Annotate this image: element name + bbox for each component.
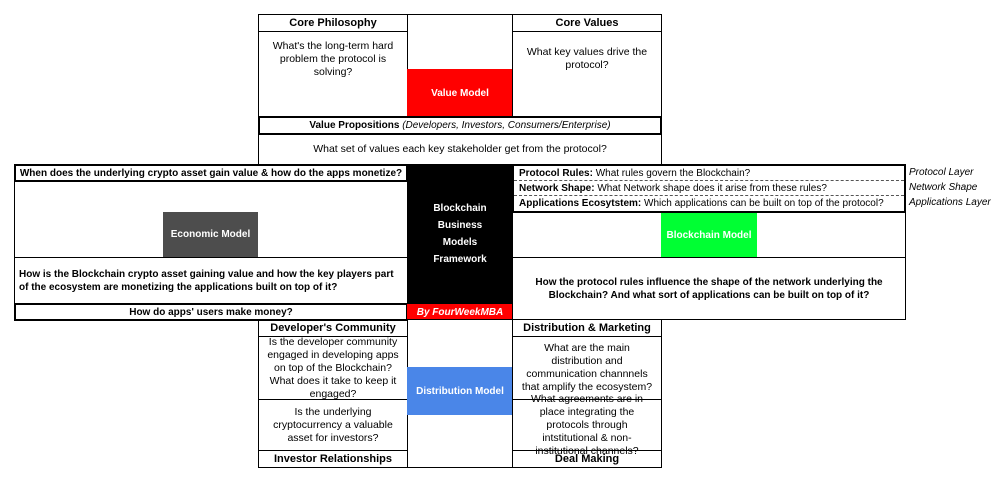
core-values-header: Core Values [512, 14, 662, 32]
framework-title: Blockchain Business Models Framework [433, 203, 487, 265]
economic-model-label: Economic Model [163, 212, 258, 257]
protocol-rules-title: Protocol Rules: [519, 167, 593, 179]
agreements-question: What agreements are in place integrating… [512, 393, 662, 457]
network-shape-title: Network Shape: [519, 182, 595, 194]
core-philosophy-header: Core Philosophy [258, 14, 408, 32]
value-propositions-header: Value Propositions (Developers, Investor… [258, 116, 662, 135]
investor-question: Is the underlying cryptocurrency a valua… [258, 399, 408, 451]
protocol-rules-question: What rules govern the Blockchain? [595, 167, 751, 179]
applications-layer-label: Applications Layer [909, 197, 991, 208]
framework-title-box: Blockchain Business Models Framework [407, 164, 513, 304]
developers-community-header: Developer's Community [258, 319, 408, 337]
applications-question: Which applications can be built on top o… [644, 198, 884, 209]
value-propositions-question: What set of values each key stakeholder … [258, 134, 662, 165]
distribution-marketing-question: What are the main distribution and commu… [512, 336, 662, 400]
distribution-model-label: Distribution Model [407, 367, 513, 415]
deal-making-header: Deal Making [512, 450, 662, 468]
distribution-marketing-header: Distribution & Marketing [512, 319, 662, 337]
economic-top-question: When does the underlying crypto asset ga… [14, 164, 408, 182]
core-values-question: What key values drive the protocol? [512, 31, 662, 117]
blockchain-model-label: Blockchain Model [661, 213, 757, 257]
blockchain-main-question: How the protocol rules influence the sha… [512, 257, 906, 320]
applications-row: Applications Ecosytstem: Which applicati… [514, 196, 904, 211]
economic-main-question: How is the Blockchain crypto asset gaini… [14, 257, 408, 304]
investor-relationships-header: Investor Relationships [258, 450, 408, 468]
value-propositions-title: Value Propositions [309, 120, 400, 131]
value-model-label: Value Model [407, 69, 513, 117]
protocol-layer-label: Protocol Layer [909, 167, 974, 178]
protocol-rules-row: Protocol Rules: What rules govern the Bl… [514, 166, 904, 181]
core-philosophy-question: What's the long-term hard problem the pr… [258, 31, 408, 117]
network-shape-layer-label: Network Shape [909, 182, 978, 193]
framework-credit: By FourWeekMBA [407, 304, 513, 320]
applications-title: Applications Ecosytstem: [519, 198, 642, 209]
network-shape-question: What Network shape does it arise from th… [597, 182, 827, 194]
value-propositions-stakeholders: (Developers, Investors, Consumers/Enterp… [402, 120, 611, 131]
developers-community-question: Is the developer community engaged in de… [258, 336, 408, 400]
network-shape-row: Network Shape: What Network shape does i… [514, 181, 904, 196]
